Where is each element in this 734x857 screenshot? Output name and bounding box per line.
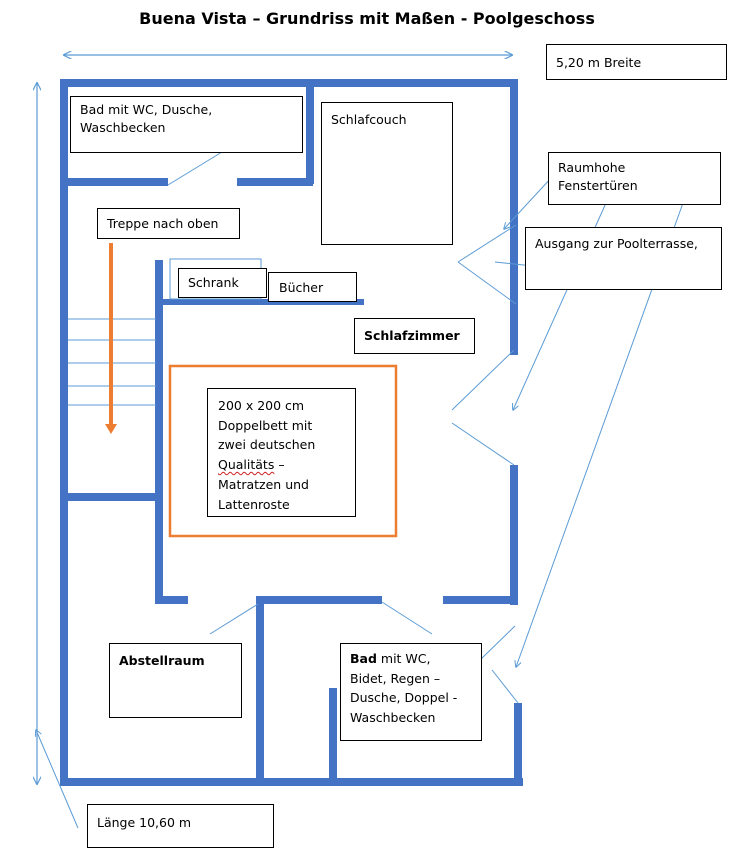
bed-desc-line6: Lattenroste bbox=[218, 496, 290, 512]
bathroom-bottom-line2: Bidet, Regen – bbox=[350, 670, 441, 686]
bathroom-bottom-line3: Dusche, Doppel - bbox=[350, 690, 458, 705]
bed-outline bbox=[168, 364, 398, 538]
bookshelf-label: Bücher bbox=[268, 272, 357, 302]
width-label: 5,20 m Breite bbox=[546, 44, 727, 80]
bed-desc-line5: Matratzen und bbox=[218, 476, 309, 492]
bathroom-bottom-line1-rest: mit WC, bbox=[376, 651, 431, 666]
bed-desc-line1: 200 x 200 cm bbox=[218, 398, 305, 413]
stairs-label: Treppe nach oben bbox=[97, 208, 240, 239]
sofa-bed-box: Schlafcouch bbox=[321, 102, 453, 245]
bedroom-label: Schlafzimmer bbox=[354, 318, 475, 354]
storage-room-label-text: Abstellraum bbox=[119, 653, 205, 668]
bedroom-label-text: Schlafzimmer bbox=[364, 328, 460, 343]
page-title: Buena Vista – Grundriss mit Maßen - Pool… bbox=[139, 9, 595, 28]
french-doors-line1: Raumhohe bbox=[558, 160, 626, 175]
french-doors-label: Raumhohe Fenstertüren bbox=[548, 152, 721, 205]
bathroom-bottom-line4: Waschbecken bbox=[350, 709, 436, 725]
wardrobe-label-text: Schrank bbox=[188, 275, 239, 290]
sofa-bed-label: Schlafcouch bbox=[331, 112, 407, 127]
stairs-label-text: Treppe nach oben bbox=[107, 216, 219, 231]
bathroom-top-line1: Bad mit WC, Dusche, bbox=[80, 102, 213, 117]
bathroom-bottom-line1: Bad mit WC, bbox=[350, 649, 472, 669]
bathroom-bottom-bold: Bad bbox=[350, 651, 377, 666]
bed-desc-dash: – bbox=[274, 457, 285, 473]
bathroom-top-line2: Waschbecken bbox=[80, 120, 166, 135]
french-doors-line2: Fenstertüren bbox=[558, 178, 638, 193]
bed-description: 200 x 200 cm Doppelbett mit zwei deutsch… bbox=[207, 388, 356, 517]
length-label-text: Länge 10,60 m bbox=[97, 815, 192, 830]
bed-desc-quality-word: Qualitäts bbox=[218, 457, 275, 473]
walls bbox=[60, 79, 523, 786]
bathroom-bottom-label: Bad mit WC, Bidet, Regen – Dusche, Doppe… bbox=[340, 643, 482, 741]
bed-desc-line2: Doppelbett mit bbox=[218, 417, 313, 433]
stairs-up-arrowhead bbox=[105, 424, 117, 434]
width-label-text: 5,20 m Breite bbox=[556, 55, 642, 70]
pool-exit-label: Ausgang zur Poolterrasse, bbox=[525, 227, 722, 290]
door-swings bbox=[167, 151, 519, 704]
storage-room-label: Abstellraum bbox=[109, 643, 242, 718]
bed-desc-line4: Qualitäts – bbox=[218, 455, 346, 475]
length-label: Länge 10,60 m bbox=[87, 804, 274, 848]
wardrobe-label: Schrank bbox=[178, 268, 267, 298]
bookshelf-label-text: Bücher bbox=[279, 280, 324, 295]
bed-desc-line3: zwei deutschen bbox=[218, 437, 316, 453]
pool-exit-label-text: Ausgang zur Poolterrasse, bbox=[535, 236, 698, 251]
bathroom-top-label: Bad mit WC, Dusche, Waschbecken bbox=[70, 96, 303, 153]
